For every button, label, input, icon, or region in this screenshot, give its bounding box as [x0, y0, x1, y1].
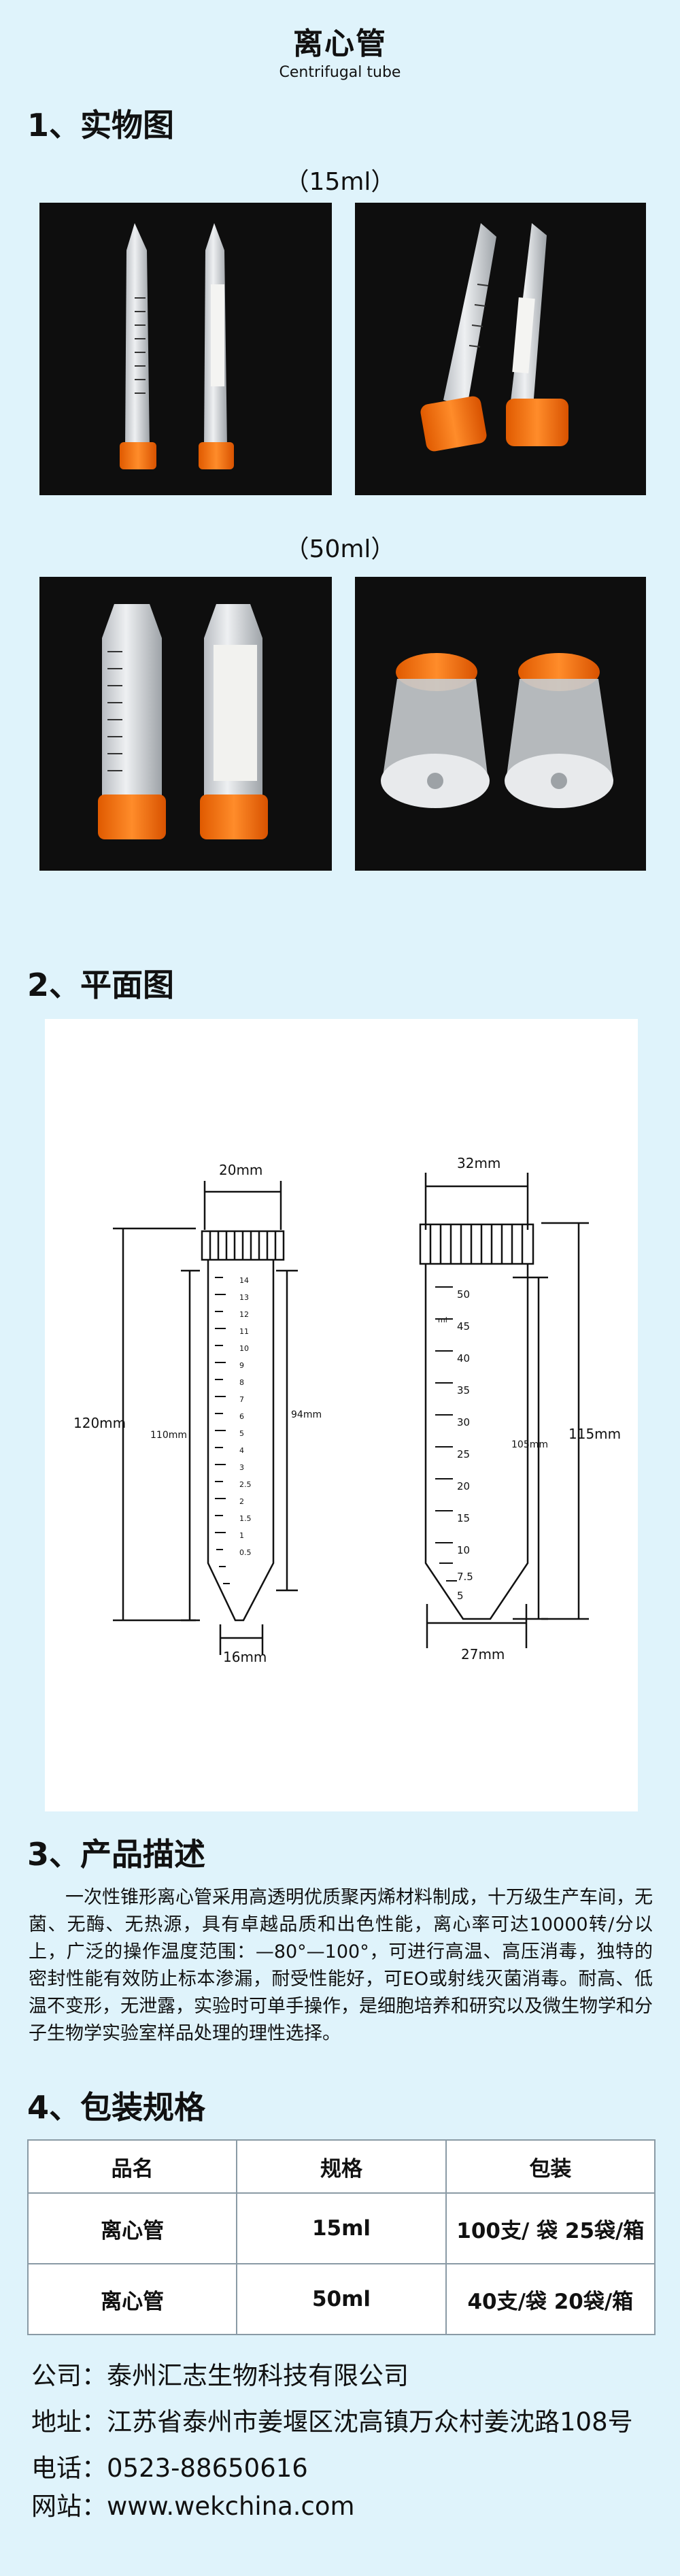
column-header: 规格 — [236, 2139, 447, 2194]
contact-label: 电话： — [31, 2454, 107, 2483]
scale-label: 1 — [239, 1531, 244, 1540]
company-name: 泰州汇志生物科技有限公司 — [107, 2361, 409, 2390]
table-row: 离心管 50ml 40支/袋 20袋/箱 — [27, 2263, 656, 2335]
table-row: 离心管 15ml 100支/ 袋 25袋/箱 — [27, 2192, 656, 2264]
dim-50-total-height: 115mm — [568, 1426, 622, 1442]
section-title-packaging: 4、包装规格 — [27, 2089, 206, 2126]
scale-label: 50 — [457, 1288, 471, 1301]
phone-number: 0523-88650616 — [107, 2454, 308, 2483]
scale-label: 25 — [457, 1448, 471, 1460]
dim-50-inner-height: 105mm — [511, 1439, 548, 1450]
section-title-photos: 1、实物图 — [27, 107, 175, 144]
scale-label: 11 — [239, 1327, 249, 1336]
contact-label: 公司： — [31, 2361, 107, 2390]
dim-15-total-height: 120mm — [73, 1415, 126, 1431]
scale-label: 2 — [239, 1497, 244, 1506]
drawing-15ml-lines — [45, 1019, 638, 1811]
scale-label: 20 — [457, 1480, 471, 1492]
page-subtitle: Centrifugal tube — [279, 64, 401, 81]
section-title-drawing: 2、平面图 — [27, 967, 175, 1003]
scale-label: 6 — [239, 1412, 244, 1421]
scale-label: 35 — [457, 1384, 471, 1396]
scale-label: 7.5 — [457, 1571, 473, 1583]
scale-label: 4 — [239, 1446, 244, 1455]
table-cell: 离心管 — [27, 2263, 238, 2335]
address-text: 江苏省泰州市姜堰区沈高镇万众村姜沈路108号 — [107, 2407, 633, 2437]
scale-label: 10 — [457, 1544, 471, 1556]
dim-15-grad-height: 94mm — [291, 1409, 322, 1420]
table-cell: 15ml — [236, 2192, 447, 2264]
column-header: 品名 — [27, 2139, 238, 2194]
contact-company: 公司：泰州汇志生物科技有限公司 — [31, 2355, 409, 2392]
contact-label: 地址： — [31, 2407, 107, 2437]
photo-15ml-angled — [355, 203, 646, 495]
column-header: 包装 — [445, 2139, 656, 2194]
scale-label: 1.5 — [239, 1514, 252, 1523]
table-cell: 100支/ 袋 25袋/箱 — [445, 2192, 656, 2264]
scale-label: 15 — [457, 1512, 471, 1524]
product-description: 一次性锥形离心管采用高透明优质聚丙烯材料制成，十万级生产车间，无菌、无酶、无热源… — [29, 1887, 653, 2044]
photo-50ml-front — [39, 577, 332, 871]
contact-label: 网站： — [31, 2492, 107, 2521]
caption-15ml: （15ml） — [284, 168, 396, 196]
table-header-row: 品名 规格 包装 — [27, 2139, 656, 2194]
scale-label: 45 — [457, 1320, 471, 1333]
scale-label: 3 — [239, 1463, 244, 1472]
table-cell: 50ml — [236, 2263, 447, 2335]
scale-unit-ml: ml — [438, 1316, 447, 1324]
scale-label: 13 — [239, 1293, 249, 1302]
contact-website: 网站：www.wekchina.com — [31, 2486, 355, 2522]
dim-50-top-width: 32mm — [457, 1155, 501, 1171]
scale-label: 10 — [239, 1344, 249, 1353]
scale-label: 5 — [239, 1429, 244, 1438]
packaging-table: 品名 规格 包装 离心管 15ml 100支/ 袋 25袋/箱 离心管 50ml… — [27, 2139, 656, 2335]
table-cell: 40支/袋 20袋/箱 — [445, 2263, 656, 2335]
scale-label: 40 — [457, 1352, 471, 1365]
dim-15-bottom-width: 16mm — [223, 1649, 267, 1665]
technical-drawing: 20mm 16mm 120mm 110mm 94mm 14 13 12 11 1… — [45, 1019, 638, 1811]
scale-50ml: 50 45 40 35 30 25 20 15 10 7.5 5 — [457, 1279, 484, 1605]
dim-15-top-width: 20mm — [219, 1162, 263, 1178]
photo-15ml-front — [39, 203, 332, 495]
dim-15-inner-height: 110mm — [150, 1430, 187, 1441]
scale-15ml: 14 13 12 11 10 9 8 7 6 5 4 3 2.5 2 1.5 1… — [239, 1272, 260, 1561]
scale-label: 14 — [239, 1276, 249, 1285]
scale-label: 12 — [239, 1310, 249, 1319]
contact-phone: 电话：0523-88650616 — [31, 2447, 308, 2484]
caption-50ml: （50ml） — [284, 535, 396, 563]
scale-label: 9 — [239, 1361, 244, 1370]
website-link[interactable]: www.wekchina.com — [107, 2492, 355, 2521]
scale-label: 7 — [239, 1395, 244, 1404]
table-cell: 离心管 — [27, 2192, 238, 2264]
section-title-description: 3、产品描述 — [27, 1836, 206, 1873]
scale-label: 0.5 — [239, 1548, 252, 1557]
photo-50ml-bottom — [355, 577, 646, 871]
page-title: 离心管 — [293, 27, 387, 61]
scale-label: 8 — [239, 1378, 244, 1387]
dim-50-bottom-width: 27mm — [461, 1646, 505, 1662]
scale-label: 30 — [457, 1416, 471, 1428]
scale-label: 5 — [457, 1590, 464, 1602]
contact-address: 地址：江苏省泰州市姜堰区沈高镇万众村姜沈路108号 — [31, 2401, 633, 2438]
scale-label: 2.5 — [239, 1480, 252, 1489]
